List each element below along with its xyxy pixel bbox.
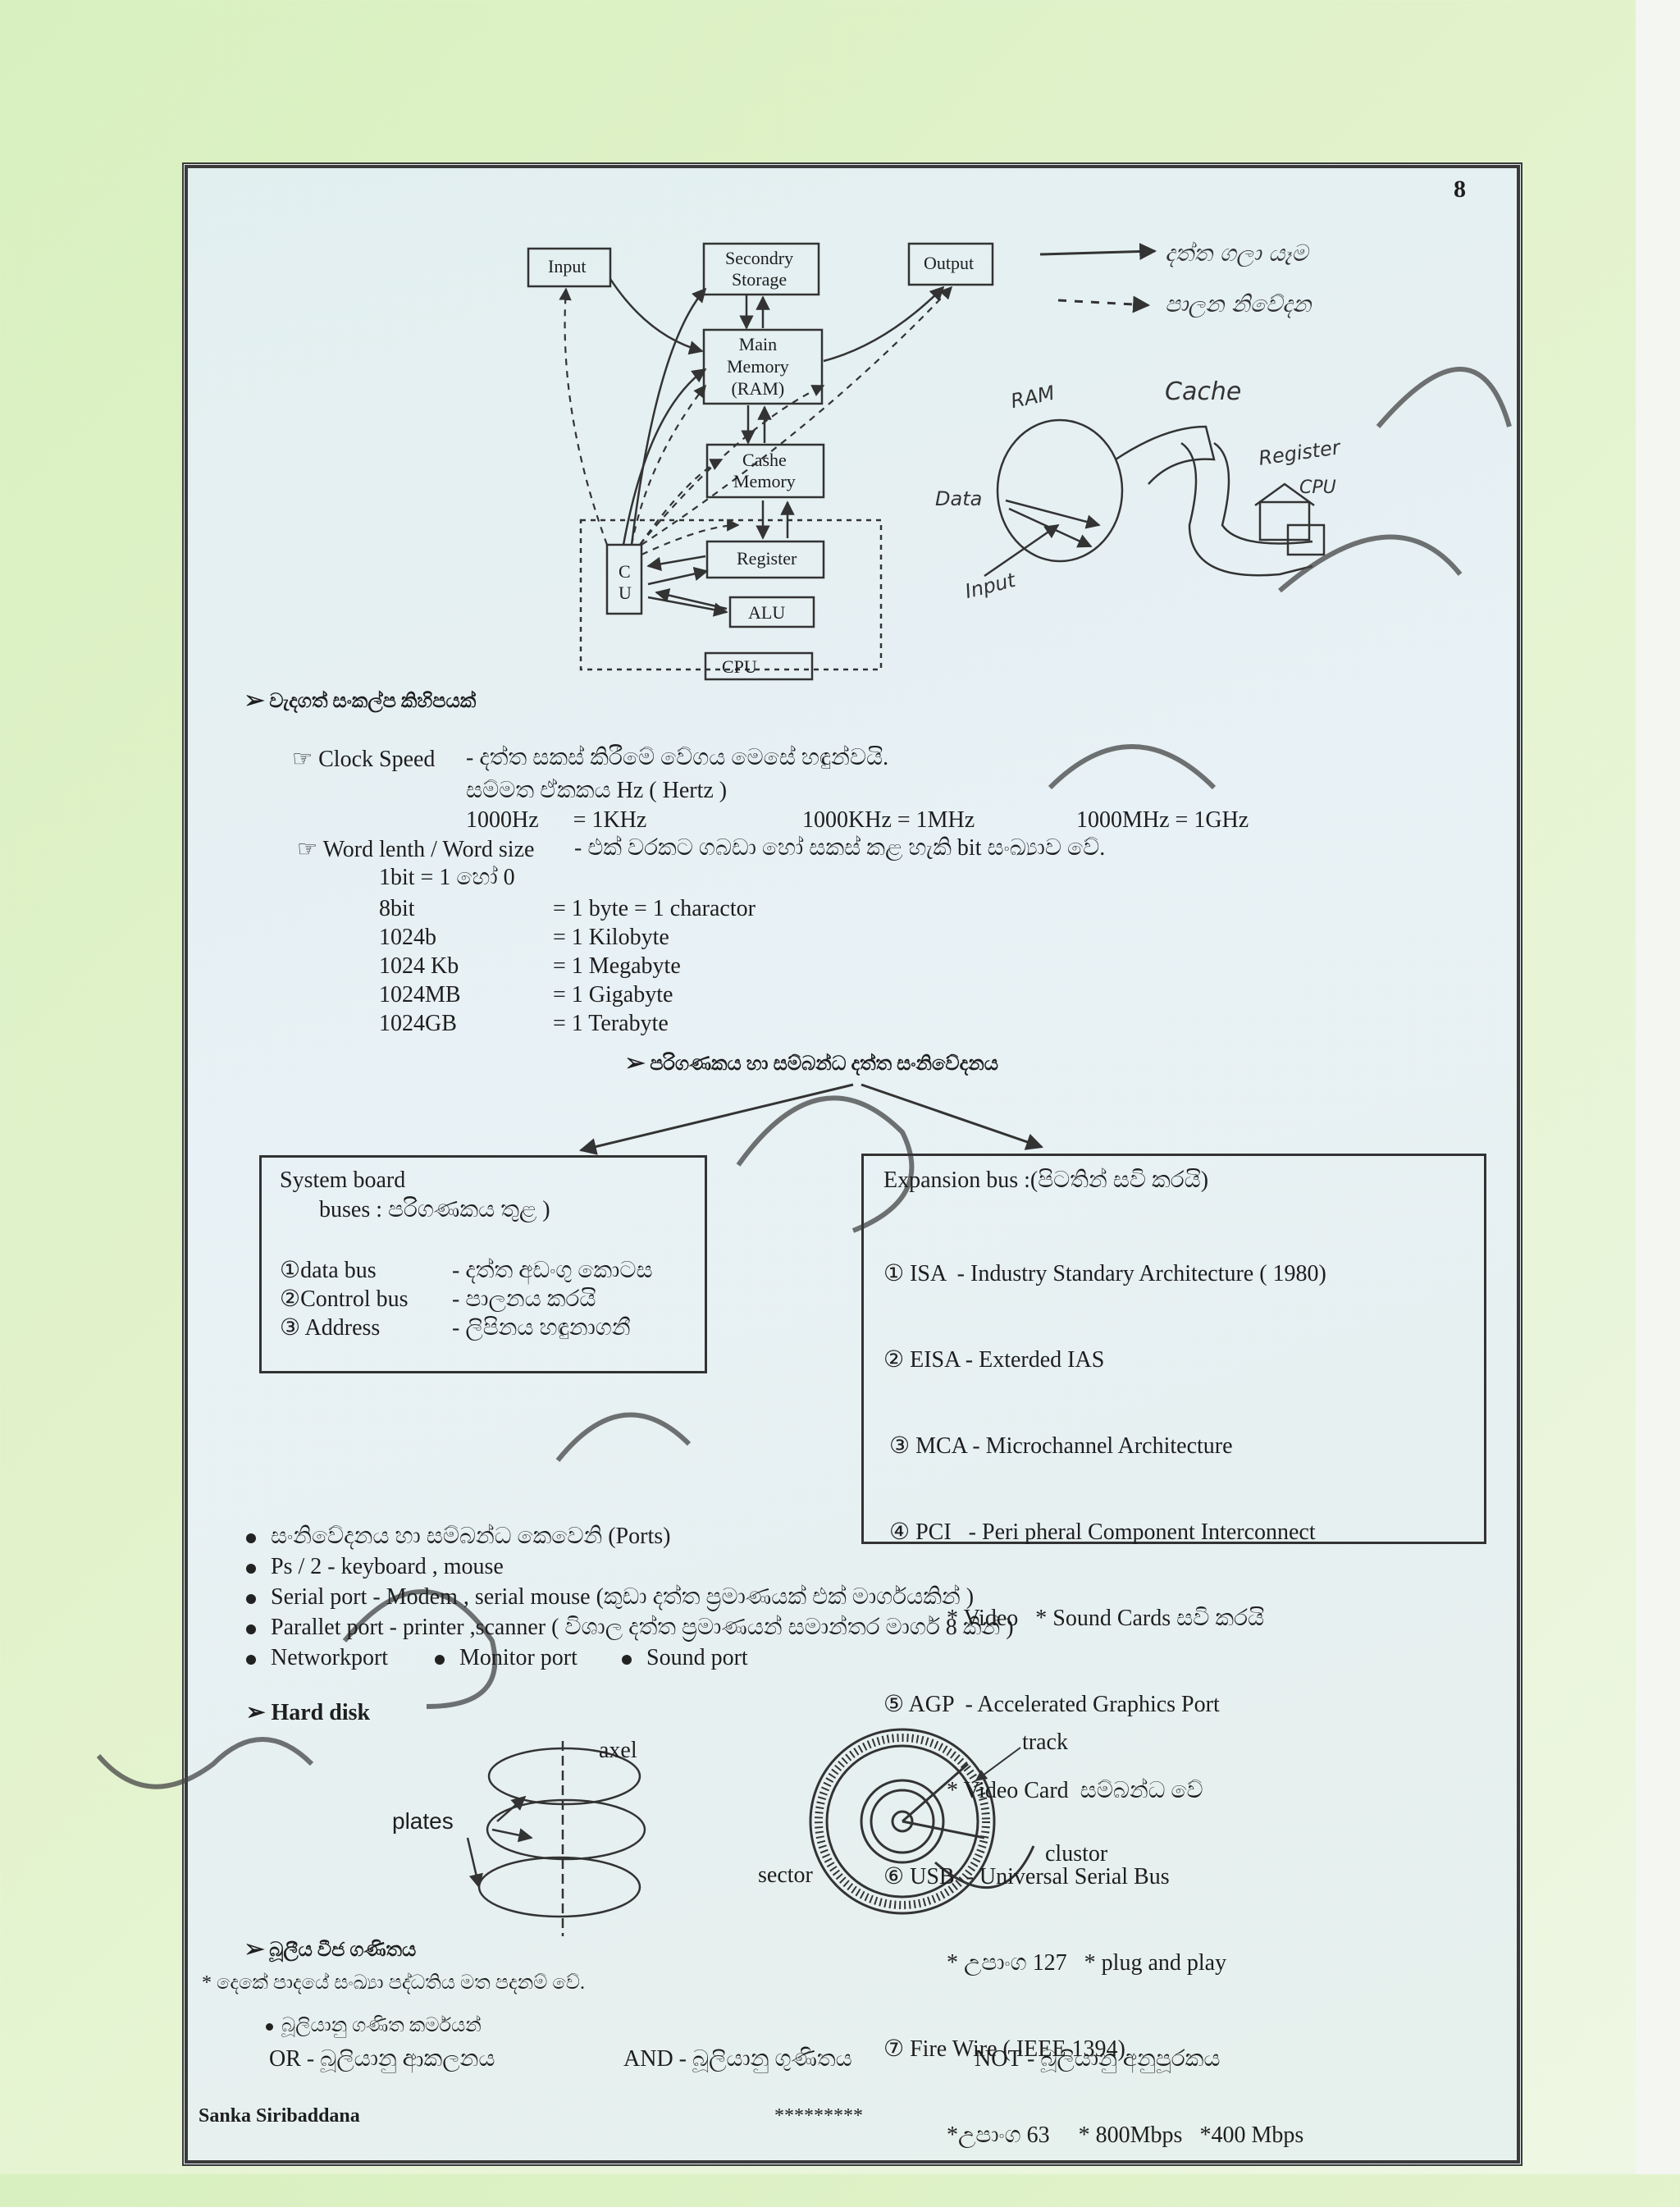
clock-conversion-3: 1000MHz = 1GHz [1076, 807, 1249, 833]
bullet-icon [435, 1654, 445, 1665]
expansion-bus-line: ③ MCA - Microchannel Architecture [883, 1433, 1233, 1459]
bus-row: ②Control bus- පාලනය කරයි [280, 1286, 596, 1312]
sketch-cache: Cache [1165, 377, 1242, 406]
system-board-subtitle: buses : පරිගණකය තුළ ) [319, 1197, 550, 1222]
unit-row: 1024MB= 1 Gigabyte [379, 982, 673, 1008]
clock-conversion-2: 1000KHz = 1MHz [802, 807, 975, 833]
arrow-bullet-icon: ➢ [246, 691, 270, 712]
bullet-icon [246, 1624, 256, 1634]
boolean-note: * දෙකේ පාදයේ සංඛ්‍යා පද්ධතිය මත පදනම් වේ… [202, 1972, 585, 1994]
main-memory-box [702, 328, 824, 405]
boolean-heading: ➢ බූලීය වීජ ගණිතය [246, 1940, 417, 1961]
axel-label: axel [599, 1738, 637, 1763]
legend-data-flow: දත්ත ගලා යෑම [1165, 240, 1308, 267]
pointing-hand-icon: ☞ [297, 837, 323, 862]
output-box [907, 242, 994, 286]
ports-list: සංනිවේදනය හා සම්බන්ධ කෙවෙනි (Ports) Ps /… [246, 1521, 1014, 1673]
clock-conversion-1: 1000Hz = 1KHz [466, 807, 647, 833]
arrow-bullet-icon: ➢ [246, 1940, 270, 1961]
legend-control-signal: පාලන නිවේදන [1165, 290, 1312, 318]
page-number: 8 [1454, 176, 1466, 203]
sector-label: sector [758, 1862, 813, 1888]
concepts-heading: ➢ වැදගත් සංකල්ප කිහිපයක් [246, 691, 477, 712]
expansion-bus-title: Expansion bus :(පිටතින් සවි කරයි) [883, 1167, 1209, 1193]
expansion-bus-line: ④ PCI - Peri pheral Component Interconne… [883, 1519, 1316, 1545]
boolean-or: OR - බූලියානු ආකලනය [269, 2046, 495, 2072]
plates-label: plates [392, 1808, 454, 1834]
list-item: Ps / 2 - keyboard , mouse [246, 1551, 1014, 1582]
track-label: track [1022, 1730, 1068, 1755]
expansion-bus-line: ⑦ Fire Wire ( IEEE 1394) [883, 2036, 1125, 2062]
clock-speed-term: ☞ Clock Speed [292, 747, 436, 772]
comm-heading: ➢ පරිගණකය හා සම්බන්ධ දත්ත සංනිවේදනය [627, 1053, 998, 1075]
page-edge [1636, 0, 1680, 2174]
unit-row: 8bit= 1 byte = 1 charactor [379, 896, 756, 921]
bus-row: ①data bus- දත්ත අඩංගු කොටස [280, 1258, 653, 1283]
list-item: සංනිවේදනය හා සම්බන්ධ කෙවෙනි (Ports) [246, 1521, 1014, 1551]
list-item: Parallet port - printer ,scanner ( විශාල… [246, 1612, 1014, 1643]
cpu-box [704, 651, 814, 681]
word-length-desc: - එක් වරකට ගබඩා හෝ සකස් කළ හැකි bit සංඛ්… [574, 835, 1106, 861]
expansion-bus-line: ① ISA - Industry Standary Architecture (… [883, 1261, 1326, 1286]
page-frame [182, 162, 1522, 2166]
sketch-cpu: CPU [1299, 477, 1336, 498]
cu-label: C U [619, 561, 632, 603]
bullet-icon [246, 1533, 256, 1543]
expansion-bus-line: *උපාංග 63 * 800Mbps *400 Mbps [883, 2122, 1304, 2148]
unit-row: 1024 Kb= 1 Megabyte [379, 953, 681, 979]
bullet-icon [266, 2022, 273, 2031]
list-item: Serial port - Modem , serial mouse (කුඩා… [246, 1582, 1014, 1612]
arrow-bullet-icon: ➢ [627, 1053, 651, 1075]
expansion-bus-line: ⑥ USB - Universal Serial Bus [883, 1864, 1170, 1889]
alu-label: ALU [748, 602, 786, 623]
register-label: Register [737, 548, 797, 569]
secondary-storage-label: Secondry Storage [725, 248, 794, 290]
arrow-bullet-icon: ➢ [246, 1700, 272, 1725]
boolean-not: NOT - බූලියානු අනුපූරකය [975, 2046, 1221, 2072]
bit-definition: 1bit = 1 හෝ 0 [379, 865, 515, 890]
boolean-ops-heading: බූලියානු ගණිත කර්මයන් [266, 2015, 482, 2037]
cache-memory-label: Cashe Memory [733, 450, 796, 491]
bullet-icon [246, 1593, 256, 1604]
input-box [527, 247, 612, 288]
expansion-bus-box: Expansion bus :(පිටතින් සවි කරයි) ① ISA … [861, 1154, 1486, 2148]
ram-sketch-circle [996, 418, 1124, 563]
bullet-icon [246, 1654, 256, 1665]
system-board-box: System board buses : පරිගණකය තුළ ) ①data… [259, 1155, 707, 1373]
boolean-and: AND - බූලියානු ගුණිතය [623, 2046, 852, 2072]
unit-row: 1024b= 1 Kilobyte [379, 925, 669, 950]
pointing-hand-icon: ☞ [292, 747, 319, 772]
expansion-bus-line: ② EISA - Exterded IAS [883, 1347, 1105, 1373]
expansion-bus-line: * Video Card සම්බන්ධ වේ [883, 1778, 1203, 1803]
hard-disk-heading: ➢ Hard disk [246, 1700, 371, 1725]
word-length-term: ☞ Word lenth / Word size [297, 837, 535, 862]
alu-box [728, 596, 815, 628]
bullet-icon [622, 1654, 632, 1665]
output-label: Output [924, 253, 975, 273]
expansion-bus-line: * උපාංග 127 * plug and play [883, 1950, 1227, 1976]
bus-list: ①data bus- දත්ත අඩංගු කොටස ②Control bus-… [280, 1256, 653, 1342]
footer-author: Sanka Siribaddana [199, 2105, 360, 2127]
register-box [705, 540, 825, 579]
input-label: Input [548, 256, 587, 276]
bus-row: ③ Address- ලිපිනය හඳුනාගනී [280, 1315, 631, 1341]
storage-units-table: 8bit= 1 byte = 1 charactor 1024b= 1 Kilo… [379, 894, 756, 1038]
system-board-title: System board [280, 1167, 406, 1193]
secondary-storage-box [702, 242, 820, 296]
unit-row: 1024GB= 1 Terabyte [379, 1011, 669, 1036]
main-memory-label: Main Memory (RAM) [727, 334, 789, 399]
clock-speed-desc: - දත්ත සකස් කිරීමේ වේගය මෙසේ හඳුන්වයි. [466, 745, 889, 770]
footer-stars: ********* [774, 2105, 863, 2127]
expansion-bus-line: * Video * Sound Cards සවි කරයි [883, 1606, 1265, 1631]
cpu-label: CPU [722, 656, 757, 677]
bullet-icon [246, 1563, 256, 1574]
expansion-bus-list: ① ISA - Industry Standary Architecture (… [883, 1202, 1326, 2207]
clustor-label: clustor [1045, 1841, 1108, 1867]
clock-speed-unit: සම්මත ඒකකය Hz ( Hertz ) [466, 778, 728, 803]
sketch-data: Data [935, 487, 983, 510]
expansion-bus-line: ⑤ AGP - Accelerated Graphics Port [883, 1692, 1220, 1717]
